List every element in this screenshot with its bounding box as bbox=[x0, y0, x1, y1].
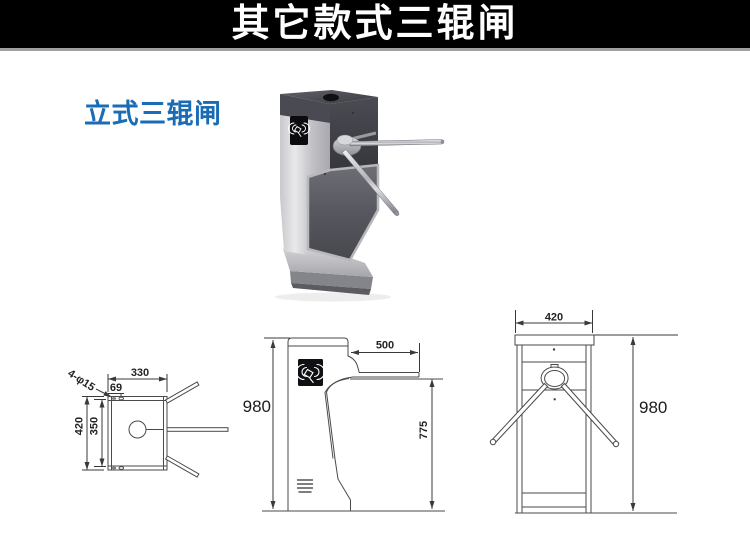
mount-hole bbox=[111, 397, 117, 400]
mount-hole bbox=[118, 396, 125, 401]
top-view-width-dim: 330 bbox=[131, 367, 149, 379]
side-view-dimensions: 980 500 775 bbox=[243, 337, 435, 509]
arm-right bbox=[560, 382, 619, 447]
top-view-inner-depth-dim: 350 bbox=[89, 417, 101, 435]
product-name: 立式三辊闸 bbox=[84, 99, 222, 129]
front-view-body bbox=[514, 334, 677, 514]
base-bottom bbox=[291, 283, 371, 295]
speaker-grille bbox=[296, 479, 314, 493]
front-view-height-dim: 980 bbox=[639, 398, 667, 417]
top-view-body bbox=[107, 396, 168, 471]
mount-hole bbox=[111, 466, 117, 470]
front-panel bbox=[306, 163, 380, 262]
mount-hole bbox=[118, 466, 125, 470]
side-view-arm-floor-dim: 775 bbox=[418, 421, 430, 439]
drawing-front-view: 420 980 bbox=[489, 310, 678, 514]
arm-down-tip bbox=[394, 212, 400, 216]
front-view-dimensions: 420 980 bbox=[515, 310, 678, 511]
side-view-arm-length-dim: 500 bbox=[376, 340, 394, 352]
top-view-dimensions: 330 69 4-φ15 420 350 bbox=[65, 367, 168, 471]
front-view-hub-and-arms bbox=[489, 364, 620, 448]
turnstile-arms bbox=[332, 131, 445, 216]
cabinet-left-face bbox=[280, 115, 330, 255]
top-view-depth-dim: 420 bbox=[74, 417, 86, 435]
side-view-height-dim: 980 bbox=[243, 397, 271, 416]
card-reader-icon bbox=[288, 122, 310, 137]
arm-left-tip bbox=[489, 438, 497, 446]
floor-shadow bbox=[275, 292, 391, 302]
top-view-holes-dim: 4-φ15 bbox=[65, 367, 97, 393]
drawing-side-view: 980 500 775 bbox=[243, 337, 445, 512]
screw-dot bbox=[552, 348, 556, 351]
side-view-body bbox=[262, 337, 445, 512]
product-photo bbox=[275, 90, 445, 302]
card-reader-icon bbox=[296, 363, 325, 384]
page-title: 其它款式三辊闸 bbox=[231, 3, 519, 45]
screw-dot bbox=[553, 398, 556, 401]
arm-down bbox=[341, 149, 400, 216]
center-post bbox=[128, 420, 147, 439]
top-view-hole-offset-dim: 69 bbox=[110, 382, 122, 394]
hub-cap bbox=[336, 134, 354, 146]
page-banner: 其它款式三辊闸 bbox=[0, 0, 750, 51]
cap-hole bbox=[323, 93, 339, 102]
arm-left bbox=[490, 382, 549, 445]
card-reader bbox=[288, 116, 310, 145]
front-view-width-dim: 420 bbox=[545, 312, 563, 324]
drawing-top-view: 330 69 4-φ15 420 350 bbox=[65, 367, 229, 478]
screw-dot bbox=[352, 112, 354, 114]
screw-dot bbox=[324, 173, 326, 175]
side-view-card-reader bbox=[296, 359, 325, 386]
cabinet-cap bbox=[514, 334, 595, 346]
top-view-arms bbox=[164, 381, 229, 478]
arm-right-tip bbox=[612, 440, 620, 448]
arm-right-tip bbox=[440, 139, 445, 145]
cap-front-band bbox=[280, 94, 330, 123]
